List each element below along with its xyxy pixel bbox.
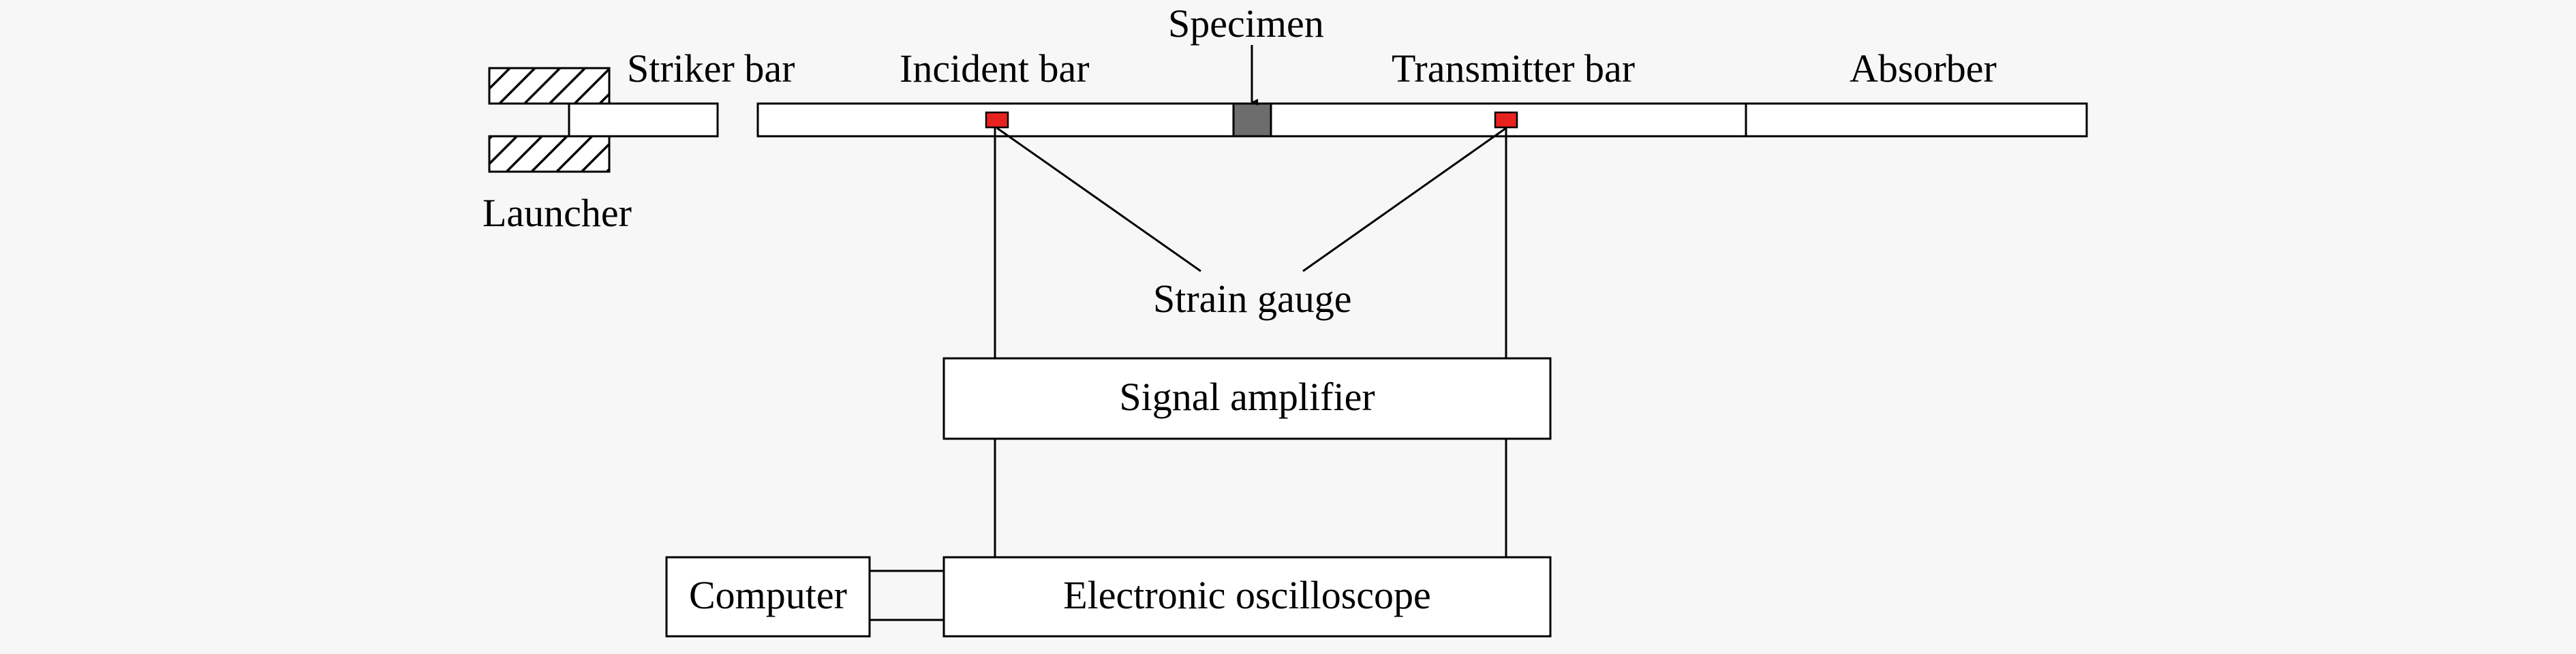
launcher-lower-block xyxy=(488,135,611,173)
launcher-upper-block xyxy=(488,67,611,105)
computer-label: Computer xyxy=(689,573,847,617)
computer-box xyxy=(665,556,871,638)
main-bar xyxy=(756,102,2088,138)
oscilloscope-label: Electronic oscilloscope xyxy=(1063,573,1431,617)
incident-bar-label: Incident bar xyxy=(900,46,1090,91)
signal-amplifier-box xyxy=(942,357,1552,440)
striker-bar xyxy=(568,102,719,138)
launcher-label: Launcher xyxy=(482,191,632,235)
striker-bar-label: Striker bar xyxy=(627,46,795,91)
strain-gauge-leader-right xyxy=(1302,127,1507,272)
strain-gauge-label: Strain gauge xyxy=(1153,277,1352,321)
specimen xyxy=(1232,102,1272,138)
oscilloscope-box xyxy=(942,556,1552,638)
strain-gauge-leader-left xyxy=(996,127,1201,272)
specimen-label: Specimen xyxy=(1168,1,1324,46)
strain-gauge-transmitter xyxy=(1494,111,1518,129)
strain-gauge-incident xyxy=(985,111,1009,129)
absorber-label: Absorber xyxy=(1850,46,1997,91)
transmitter-bar-label: Transmitter bar xyxy=(1392,46,1635,91)
signal-amplifier-label: Signal amplifier xyxy=(1119,375,1375,419)
